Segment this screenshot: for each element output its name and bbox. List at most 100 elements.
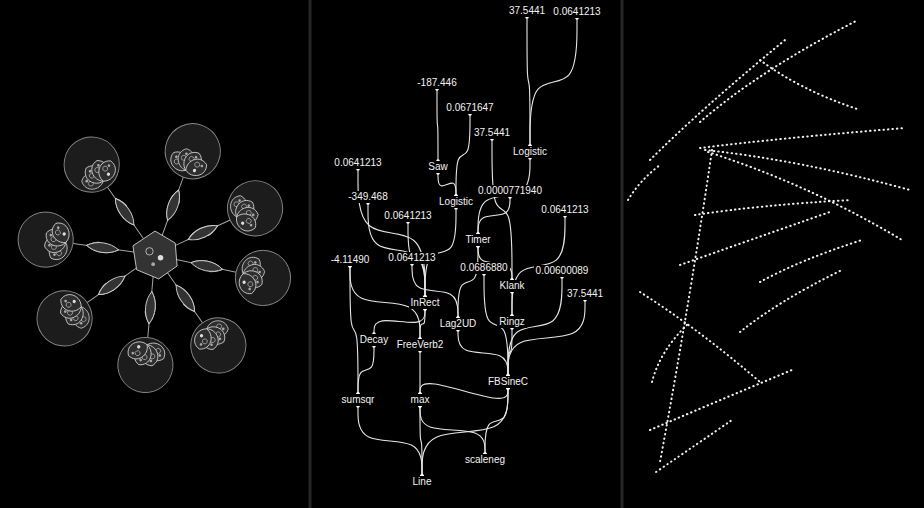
connector-group [348, 15, 587, 478]
constant-label: 0.0671647 [444, 102, 495, 114]
ugen-label: Timer [463, 234, 492, 246]
node-text: 37.5441 [509, 5, 545, 17]
dotted-trail [740, 270, 842, 332]
constant-label: 37.5441 [507, 5, 547, 17]
constant-label: 0.0641213 [386, 252, 437, 264]
node-text: InRect [411, 297, 440, 309]
node-text: Ringz [499, 316, 525, 328]
signal-wire [420, 406, 485, 454]
dotted-trail [708, 152, 902, 240]
constant-label: 0.0686880 [458, 262, 509, 274]
ugen-label: Logistic [437, 196, 475, 208]
ugen-label: max [409, 394, 432, 406]
signal-wire [485, 388, 508, 454]
dotted-trail [680, 212, 830, 265]
node-text: -349.468 [348, 191, 387, 203]
node-text: Line [413, 476, 432, 488]
dotted-trail [650, 370, 792, 430]
signal-wire [422, 388, 508, 476]
node-text: scaleneg [465, 454, 505, 466]
ugen-label: Klank [497, 280, 526, 292]
ugen-label: Line [411, 476, 434, 488]
constant-label: -349.468 [346, 191, 389, 203]
dotted-trail [628, 165, 660, 200]
constant-label: 0.0641213 [539, 204, 590, 216]
constant-label: 37.5441 [472, 127, 512, 139]
node-text: 0.0641213 [388, 252, 435, 264]
dotted-trail [652, 322, 690, 382]
panel-divider [309, 0, 312, 508]
node-text: 37.5441 [567, 288, 603, 300]
constant-label: 37.5441 [565, 288, 605, 300]
branch-cluster [15, 208, 139, 279]
signal-wire [420, 309, 425, 339]
signal-wire [530, 18, 577, 146]
signal-wire [508, 328, 512, 376]
dotted-trail [760, 60, 860, 110]
constant-label: -4.11490 [329, 254, 372, 266]
ugen-label: FreeVerb2 [395, 339, 446, 351]
ugen-label: Decay [358, 334, 390, 346]
dotted-trail [705, 150, 910, 190]
node-text: -4.11490 [331, 254, 370, 266]
signal-wire [358, 169, 425, 297]
node-text: 37.5441 [474, 127, 510, 139]
dotted-trail [660, 150, 712, 462]
node-text: Klank [499, 280, 524, 292]
node-text: -187.446 [417, 77, 456, 89]
node-text: 0.0000771940 [478, 185, 542, 197]
node-text: FBSineC [488, 376, 528, 388]
constant-label: -187.446 [415, 77, 458, 89]
node-text: FreeVerb2 [397, 339, 444, 351]
dotted-trail [650, 40, 785, 160]
dotted-trail [700, 128, 905, 148]
ugen-label: Logistic [511, 146, 549, 158]
node-text: 0.00600089 [536, 265, 589, 277]
node-text: Saw [428, 161, 447, 173]
panel-divider [621, 0, 624, 508]
signal-wire [458, 246, 478, 318]
node-text: Logistic [513, 146, 547, 158]
center-hub [133, 231, 177, 279]
tree-graph [15, 116, 296, 395]
ugen-label: Ringz [497, 316, 527, 328]
signal-wire [358, 346, 374, 394]
signal-wire [458, 330, 508, 376]
dotted-trail [760, 240, 862, 282]
dotted-trail [640, 292, 760, 382]
constant-label: 0.0641213 [551, 6, 602, 18]
node-text: Decay [360, 334, 388, 346]
ugen-label: sumsqr [340, 394, 377, 406]
constant-label: 0.00600089 [534, 265, 591, 277]
constant-label: 0.0000771940 [476, 185, 544, 197]
signal-wire [412, 264, 458, 318]
dotted-trail [700, 20, 858, 122]
node-text: 0.0686880 [460, 262, 507, 274]
hub-cell [158, 255, 164, 261]
node-text: 0.0641213 [334, 157, 381, 169]
constant-label: 0.0641213 [332, 157, 383, 169]
ugen-label: scaleneg [463, 454, 507, 466]
signal-wire [438, 173, 456, 196]
node-text: 0.0641213 [384, 210, 431, 222]
node-text: sumsqr [342, 394, 375, 406]
node-text: max [411, 394, 430, 406]
ugen-label: Saw [426, 161, 449, 173]
signal-wire [508, 300, 585, 376]
branch-cluster [115, 273, 180, 395]
hub-cell [146, 248, 153, 255]
ugen-label: FBSineC [486, 376, 530, 388]
dotted-trail [656, 420, 732, 472]
hub-cell [151, 262, 155, 266]
dotted-trails [628, 20, 910, 472]
signal-wire [374, 309, 425, 334]
signal-wire [511, 292, 512, 316]
node-text: Lag2UD [440, 318, 477, 330]
signal-wire [358, 406, 422, 476]
signal-wire [437, 89, 438, 161]
node-text: Timer [465, 234, 490, 246]
signal-wire [492, 139, 512, 280]
